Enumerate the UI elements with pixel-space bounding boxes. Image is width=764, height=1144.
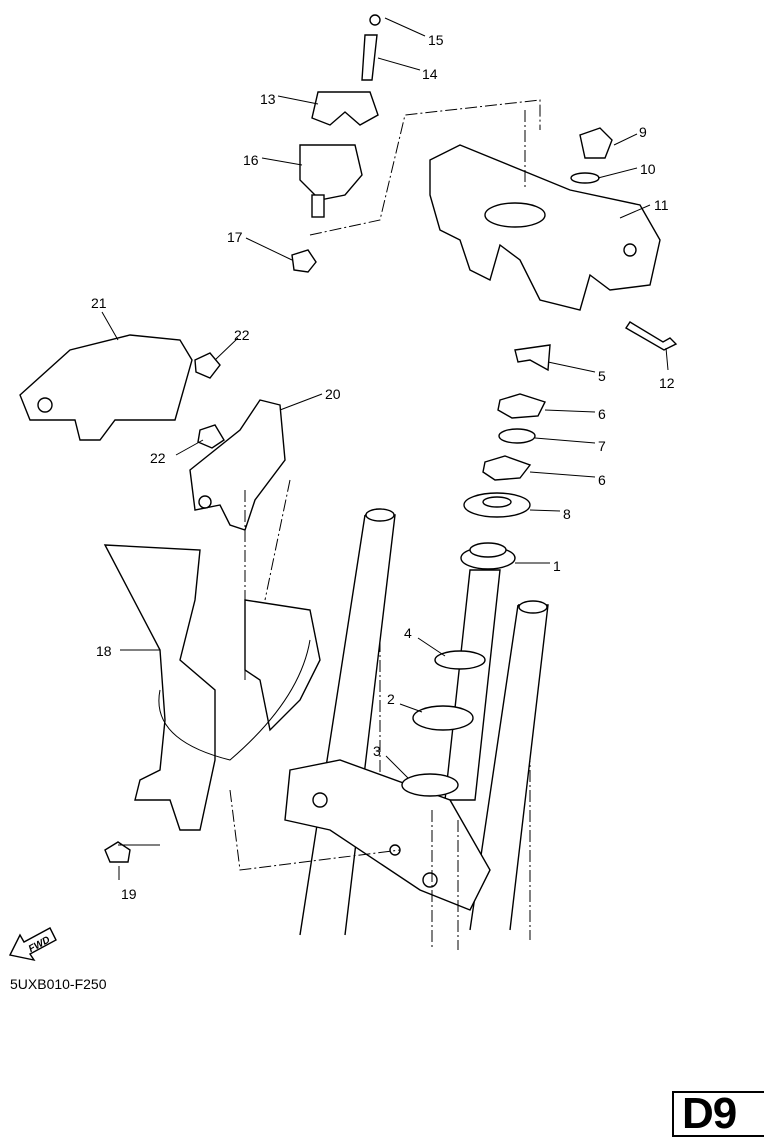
callout-7: 7	[598, 438, 606, 454]
callout-11: 11	[654, 197, 669, 213]
callout-10: 10	[640, 161, 656, 177]
callout-8: 8	[563, 506, 571, 522]
callout-14: 14	[422, 66, 438, 82]
callout-19: 19	[121, 886, 137, 902]
callout-22: 22	[234, 327, 250, 343]
callout-22b: 22	[150, 450, 166, 466]
front-fork-tubes	[299, 508, 549, 940]
callout-12: 12	[659, 375, 675, 391]
callout-17: 17	[227, 229, 243, 245]
callout-20: 20	[325, 386, 341, 402]
under-bracket	[284, 569, 501, 950]
callout-15: 15	[428, 32, 444, 48]
callout-4: 4	[404, 625, 412, 641]
handlebar-holders	[291, 14, 678, 351]
leader-lines	[101, 17, 669, 846]
callout-21: 21	[91, 295, 107, 311]
drawing-code: 5UXB010-F250	[10, 976, 107, 992]
callout-numbers: 15 14 13 16 17 9 10 11 12 5 6 7 6 8 1 4 …	[91, 32, 675, 902]
callout-3: 3	[373, 743, 381, 759]
page-reference-box: D9	[672, 1089, 764, 1138]
bearing-stack	[401, 344, 551, 797]
callout-6: 6	[598, 406, 606, 422]
callout-13: 13	[260, 91, 276, 107]
callout-6b: 6	[598, 472, 606, 488]
callout-16: 16	[243, 152, 259, 168]
callout-2: 2	[387, 691, 395, 707]
upper-bracket	[429, 110, 661, 311]
fwd-arrow-icon: FWD	[8, 927, 57, 962]
page-reference: D9	[682, 1089, 737, 1138]
callout-5: 5	[598, 368, 606, 384]
callout-1: 1	[553, 558, 561, 574]
callout-9: 9	[639, 124, 647, 140]
side-brackets	[19, 334, 401, 871]
callout-18: 18	[96, 643, 112, 659]
